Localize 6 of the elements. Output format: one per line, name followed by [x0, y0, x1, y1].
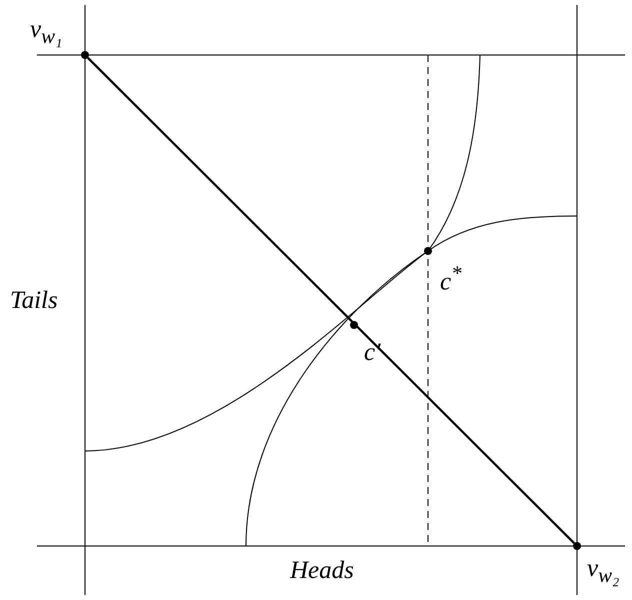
point-label: c$^{*}$	[440, 263, 462, 294]
axis-label: Tails	[10, 288, 58, 313]
point-label: v$_{w₁}$	[30, 17, 62, 47]
diagonal-line	[87, 57, 575, 544]
axis-label: Heads	[290, 558, 354, 583]
point-label: v$_{w₂}$	[587, 556, 620, 586]
